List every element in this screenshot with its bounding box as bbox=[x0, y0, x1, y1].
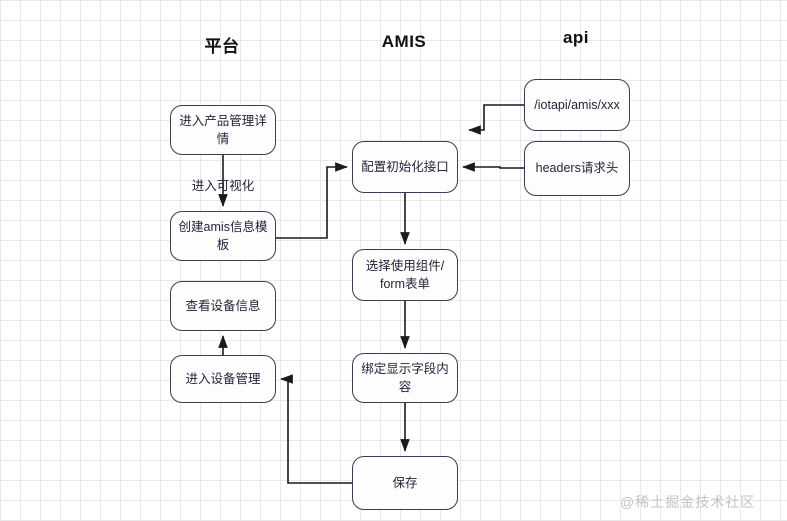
node-enter-device-manage[interactable]: 进入设备管理 bbox=[170, 355, 276, 403]
node-label: 绑定显示字段内容 bbox=[361, 361, 449, 394]
edge-save-to-device bbox=[280, 374, 352, 484]
node-bind-display-field[interactable]: 绑定显示字段内容 bbox=[352, 353, 458, 403]
node-label: 查看设备信息 bbox=[185, 298, 261, 313]
edge-headers-to-config bbox=[462, 162, 524, 172]
node-label: 创建amis信息模板 bbox=[178, 219, 268, 252]
node-select-component[interactable]: 选择使用组件/ form表单 bbox=[352, 249, 458, 301]
node-label: 进入设备管理 bbox=[185, 371, 261, 386]
node-enter-product-detail[interactable]: 进入产品管理详情 bbox=[170, 105, 276, 155]
lane-title-api: api bbox=[562, 28, 590, 47]
edge-label-enter-visualize: 进入可视化 bbox=[191, 179, 255, 193]
node-iotapi-url[interactable]: /iotapi/amis/xxx bbox=[524, 79, 630, 131]
node-save[interactable]: 保存 bbox=[352, 456, 458, 510]
node-label: /iotapi/amis/xxx bbox=[534, 97, 620, 112]
node-create-amis-template[interactable]: 创建amis信息模板 bbox=[170, 211, 276, 261]
node-label: headers请求头 bbox=[535, 161, 619, 176]
node-config-init-api[interactable]: 配置初始化接口 bbox=[352, 141, 458, 193]
node-label: 保存 bbox=[392, 475, 418, 490]
edge-template-to-config bbox=[276, 162, 348, 239]
node-view-device-info[interactable]: 查看设备信息 bbox=[170, 281, 276, 331]
lane-title-amis: AMIS bbox=[381, 32, 427, 51]
lane-title-platform: 平台 bbox=[204, 37, 240, 56]
node-label: 进入产品管理详情 bbox=[179, 113, 267, 146]
edge-iotapi-to-config bbox=[468, 104, 524, 135]
node-label: 选择使用组件/ form表单 bbox=[365, 258, 445, 291]
node-headers-request[interactable]: headers请求头 bbox=[524, 141, 630, 196]
node-label: 配置初始化接口 bbox=[361, 159, 449, 174]
watermark: @稀土掘金技术社区 bbox=[620, 494, 756, 510]
